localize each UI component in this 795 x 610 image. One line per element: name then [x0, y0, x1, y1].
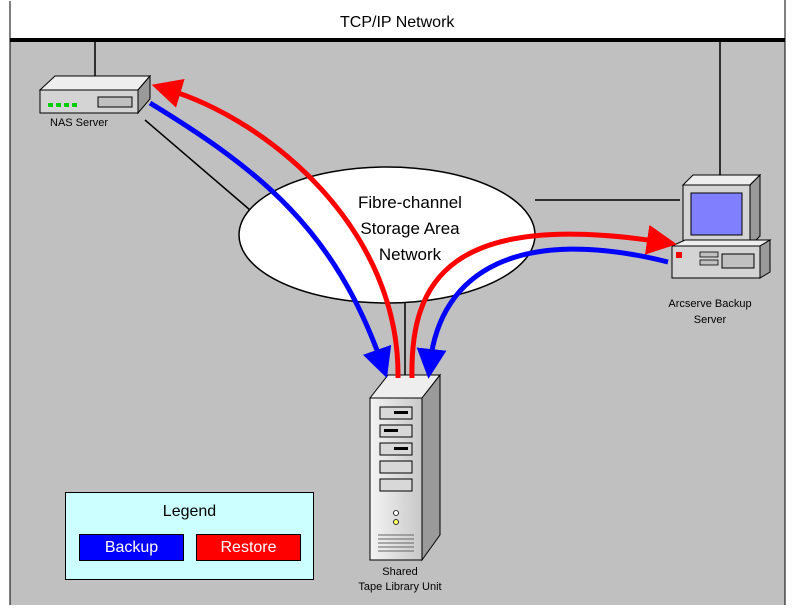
- nas-server-label: NAS Server: [50, 117, 109, 129]
- backup-flow-server-to-tape: [416, 246, 669, 379]
- backup-server-label-line-2: Server: [693, 314, 727, 326]
- tape-library-label-line-1: Shared: [382, 566, 418, 578]
- legend: Legend Backup Restore: [65, 492, 314, 580]
- legend-title: Legend: [162, 503, 217, 520]
- san-label-line-3: Network: [378, 245, 442, 264]
- san-label-line-1: Fibre-channel: [358, 193, 462, 212]
- network-title: TCP/IP Network: [340, 14, 455, 31]
- tape-library-label-line-2: Tape Library Unit: [358, 581, 442, 593]
- legend-restore: Restore: [196, 534, 301, 561]
- tape-library-icon: [368, 373, 442, 562]
- backup-server-label-line-1: Arcserve Backup: [668, 298, 752, 310]
- backup-flow-nas-to-tape: [148, 100, 392, 379]
- restore-flow-tape-to-server: [409, 224, 677, 379]
- nas-san-link: [144, 119, 251, 211]
- san-label-line-2: Storage Area: [360, 219, 460, 238]
- nas-server-icon: [38, 74, 152, 115]
- legend-backup: Backup: [79, 534, 184, 561]
- restore-flow-tape-to-nas: [151, 78, 401, 379]
- backup-server-icon: [671, 173, 772, 279]
